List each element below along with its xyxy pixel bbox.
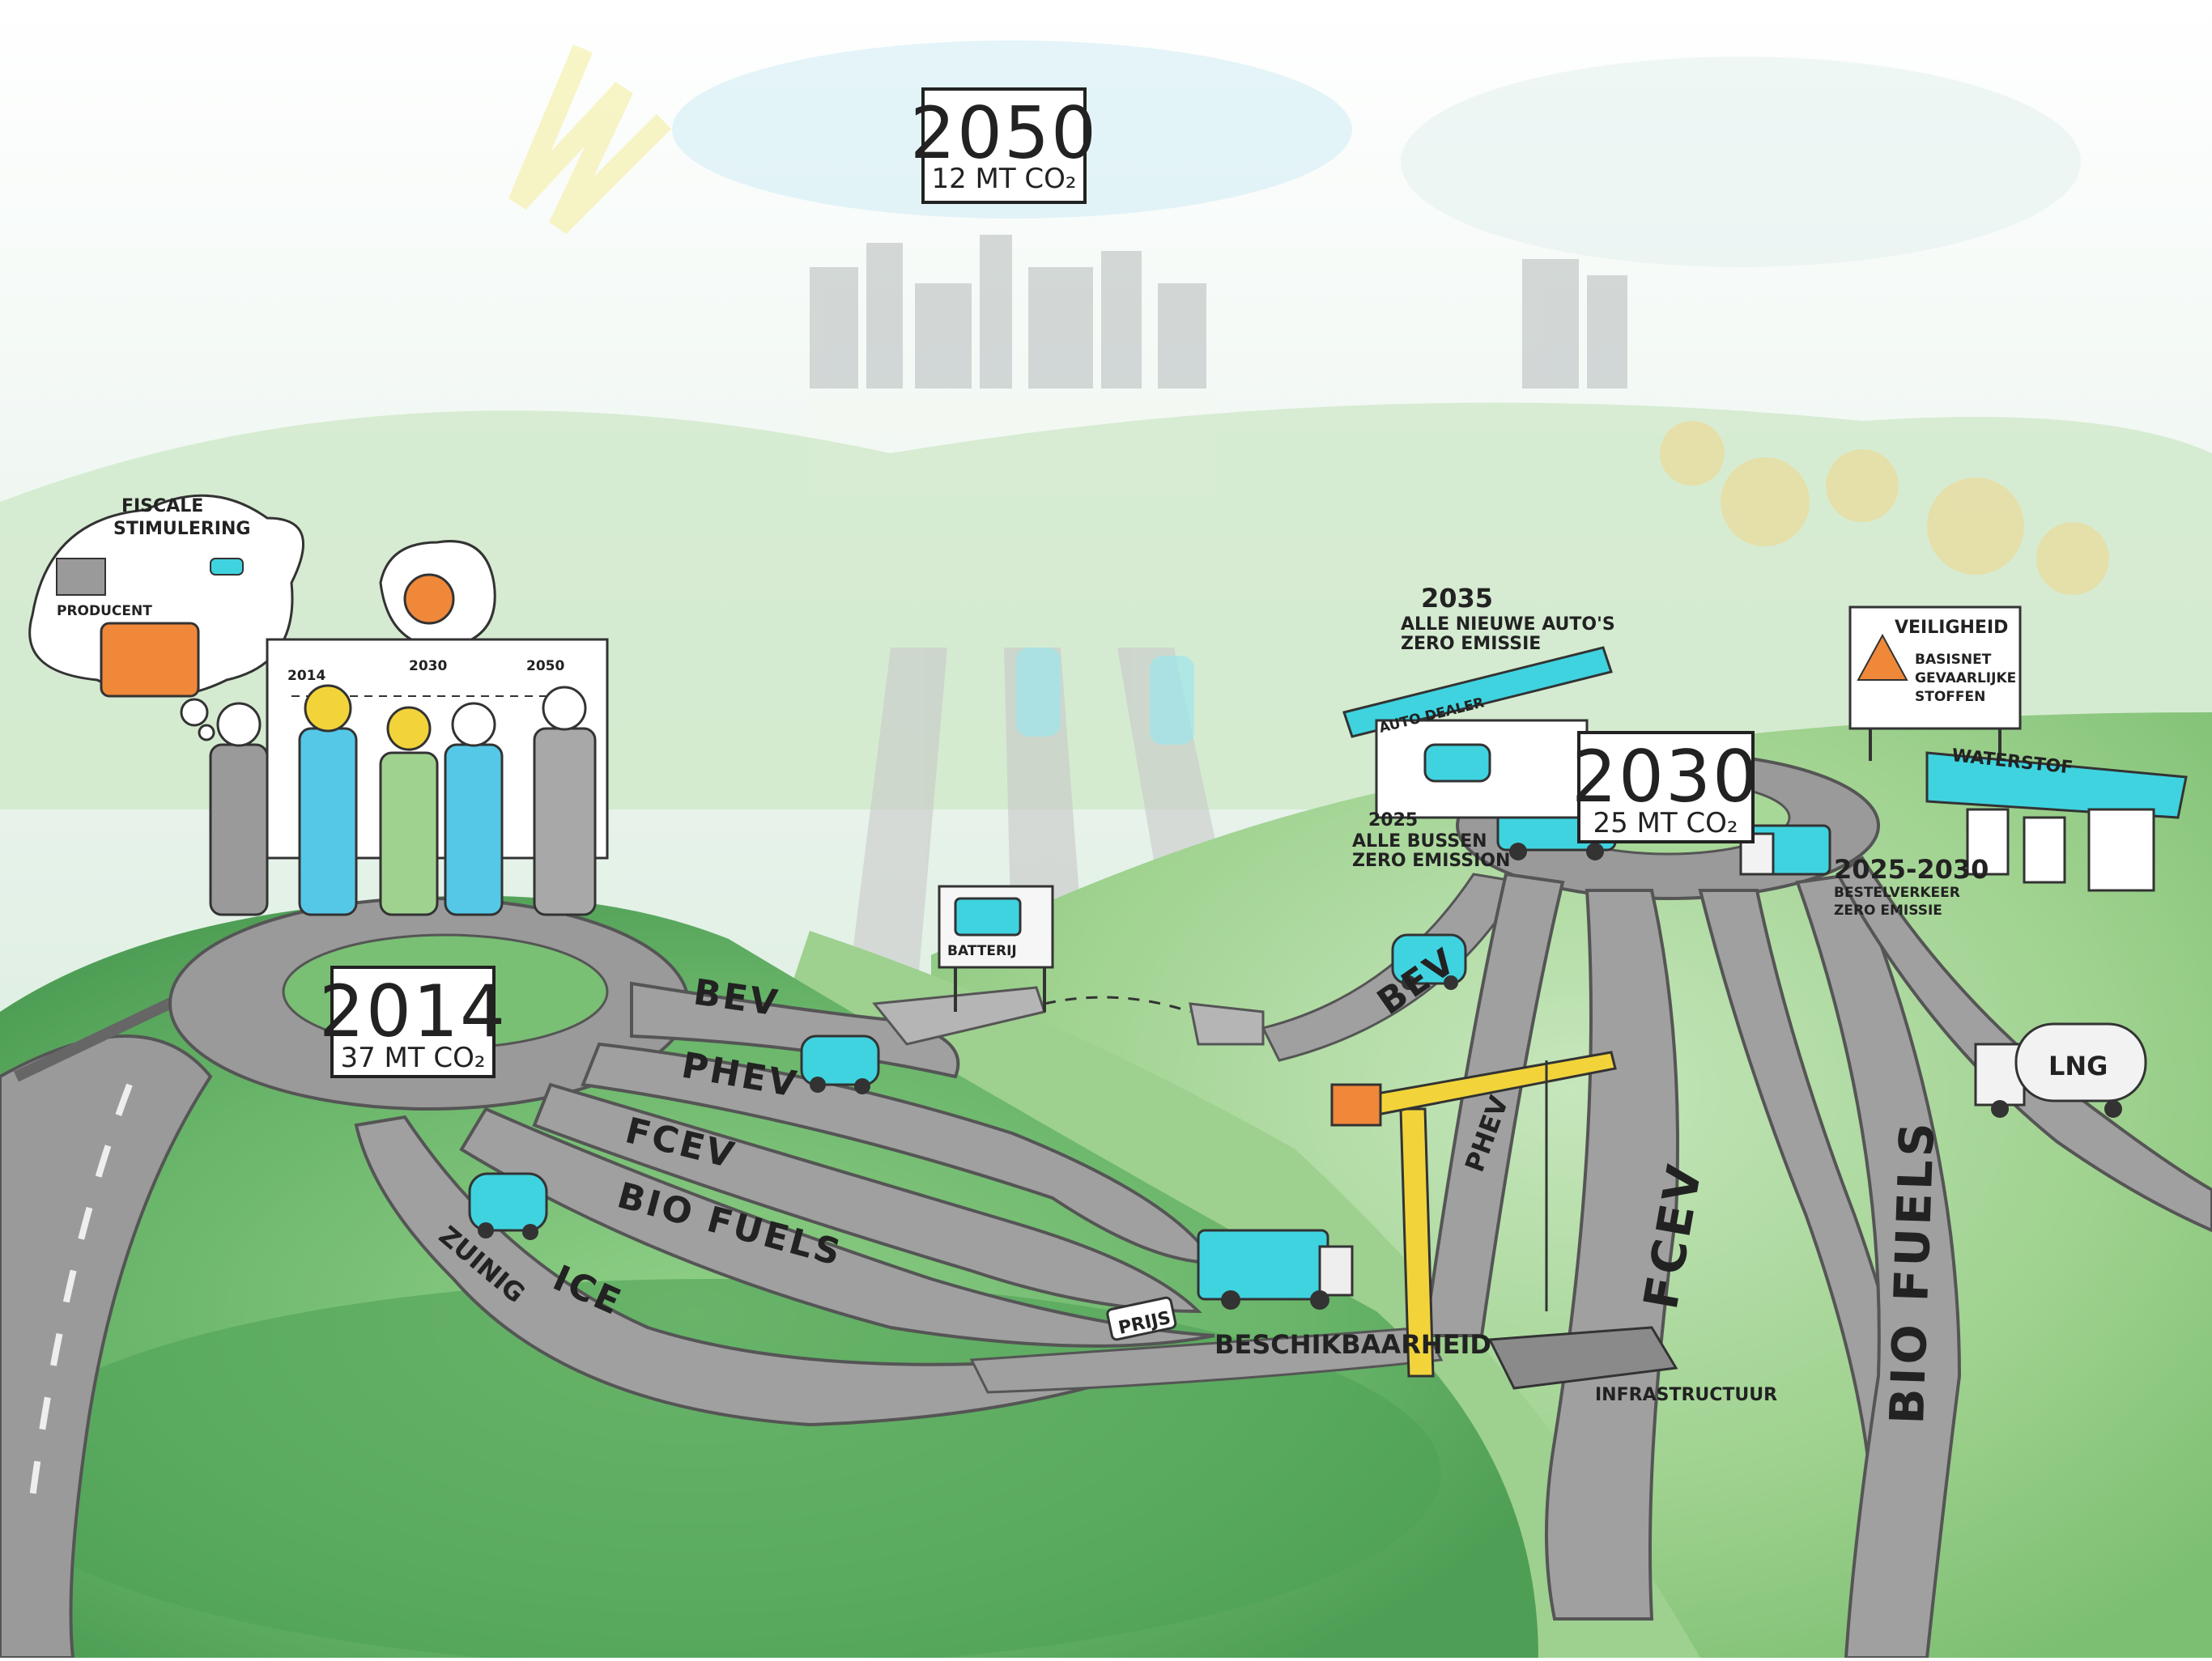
left-highway [0,1034,213,1659]
battery-label: BATTERIJ [947,943,1017,959]
car-dealer [1342,646,1613,819]
buses-line1: ALLE BUSSEN [1352,831,1487,852]
left-highway-markings [29,1083,133,1498]
fiscal-label-2: STIMULERING [113,519,250,539]
producer-label: PRODUCENT [57,603,152,619]
valley-road [969,1326,1444,1394]
fiscal-label-1: FISCALE [121,496,203,516]
distant-cyan-car [1016,648,1061,737]
vehicle-bev-car [800,1034,880,1094]
price-tag: PRIJS [1106,1296,1177,1341]
safety-line3: STOFFEN [1915,689,1985,705]
dealer-year: 2035 [1421,583,1493,614]
co2-2014: 37 MT CO₂ [340,1042,485,1074]
vehicle-ice-car [468,1172,548,1240]
vehicle-truck [1197,1229,1354,1310]
dealer-line2: ZERO EMISSIE [1401,634,1541,654]
road2030-label-biofuels: BIO FUELS [1879,1119,1945,1425]
year-2030: 2030 [1572,735,1759,818]
infrastructure-slab [1487,1326,1678,1390]
lng-label: LNG [2048,1051,2108,1081]
safety-line2: GEVAARLIJKE [1915,670,2016,686]
distant-city [810,235,1627,389]
delivery-line1: BESTELVERKEER [1834,885,1960,901]
board-tick-2050: 2050 [526,658,564,674]
delivery-line2: ZERO EMISSIE [1834,903,1942,919]
dealer-line1: ALLE NIEUWE AUTO'S [1401,614,1615,635]
board-tick-2014: 2014 [287,668,325,684]
hydrogen-station [1925,751,2188,892]
vehicle-bev-car-2030 [1391,933,1467,990]
buses-year: 2025 [1368,810,1418,830]
bridge-dashed-link [1044,996,1191,1013]
co2-2050: 12 MT CO₂ [931,163,1076,195]
money-bag-bubble [379,540,496,649]
infrastructure-label: INFRASTRUCTUUR [1595,1385,1777,1405]
roads-2030-fan [1423,856,2212,1659]
people-group [209,684,597,916]
crane [1330,1051,1617,1378]
battery-billboard [938,885,1054,1012]
milestone-2014: 2014 37 MT CO₂ [319,966,507,1078]
safety-line1: BASISNET [1915,652,1992,668]
distant-cyan-car-2 [1150,656,1194,745]
availability-label: BESCHIKBAARHEID [1214,1329,1491,1360]
vehicle-lng-truck [1974,1022,2147,1118]
milestone-2030: 2030 25 MT CO₂ [1572,731,1759,843]
thought-bubble [28,494,304,741]
year-2050: 2050 [910,91,1098,175]
vehicle-van [1739,824,1831,876]
year-2014: 2014 [319,970,507,1053]
guardrail [13,990,189,1082]
safety-title: VEILIGHEID [1895,618,2008,638]
overpass-right [1189,1002,1265,1046]
buses-line2: ZERO EMISSION [1352,851,1510,871]
milestone-2050: 2050 12 MT CO₂ [910,87,1098,204]
delivery-years: 2025-2030 [1834,854,1989,885]
sun-rays [508,44,672,235]
sky-cloud-2 [1401,57,2081,267]
safety-sign [1848,605,2022,761]
board-tick-2030: 2030 [409,658,447,674]
co2-2030: 25 MT CO₂ [1593,807,1738,839]
distant-trees [1660,421,2109,595]
